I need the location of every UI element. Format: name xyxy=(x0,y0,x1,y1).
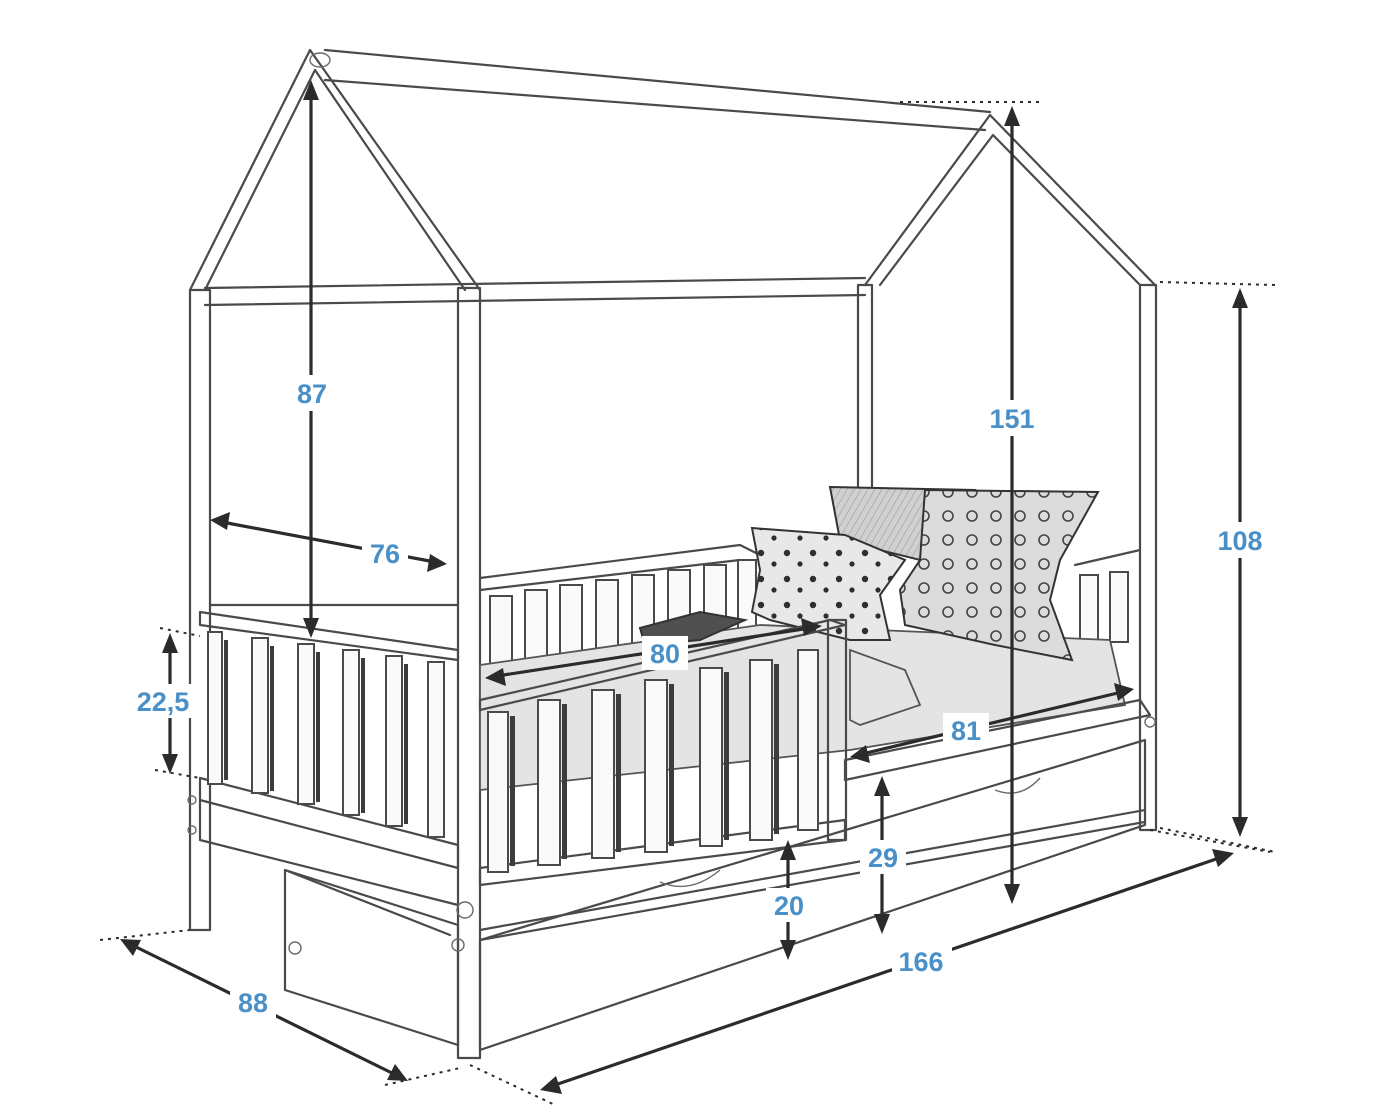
dim-label-opening-width: 80 xyxy=(650,639,680,669)
dim-label-total-height: 151 xyxy=(989,404,1034,434)
dim-label-side-height: 108 xyxy=(1217,526,1262,556)
dim-label-mattress-length: 81 xyxy=(951,716,981,746)
front-rail-left xyxy=(198,610,460,870)
dim-label-inner-width: 76 xyxy=(370,539,400,569)
dim-label-bed-clearance: 29 xyxy=(868,843,898,873)
pillows xyxy=(638,485,1100,662)
front-rail-center xyxy=(478,618,848,887)
dim-label-rail-height: 22,5 xyxy=(137,687,190,717)
drawer xyxy=(187,716,1156,1052)
side-rail xyxy=(198,698,1152,942)
dim-label-total-length: 166 xyxy=(898,947,943,977)
dimension-lines xyxy=(99,80,1276,1106)
dim-label-total-width: 88 xyxy=(238,988,268,1018)
dim-label-roof-height: 87 xyxy=(297,379,327,409)
dim-label-drawer-height: 20 xyxy=(774,891,804,921)
dimension-labels: 87 151 108 76 22,5 80 81 29 20 166 88 xyxy=(133,375,1268,1019)
